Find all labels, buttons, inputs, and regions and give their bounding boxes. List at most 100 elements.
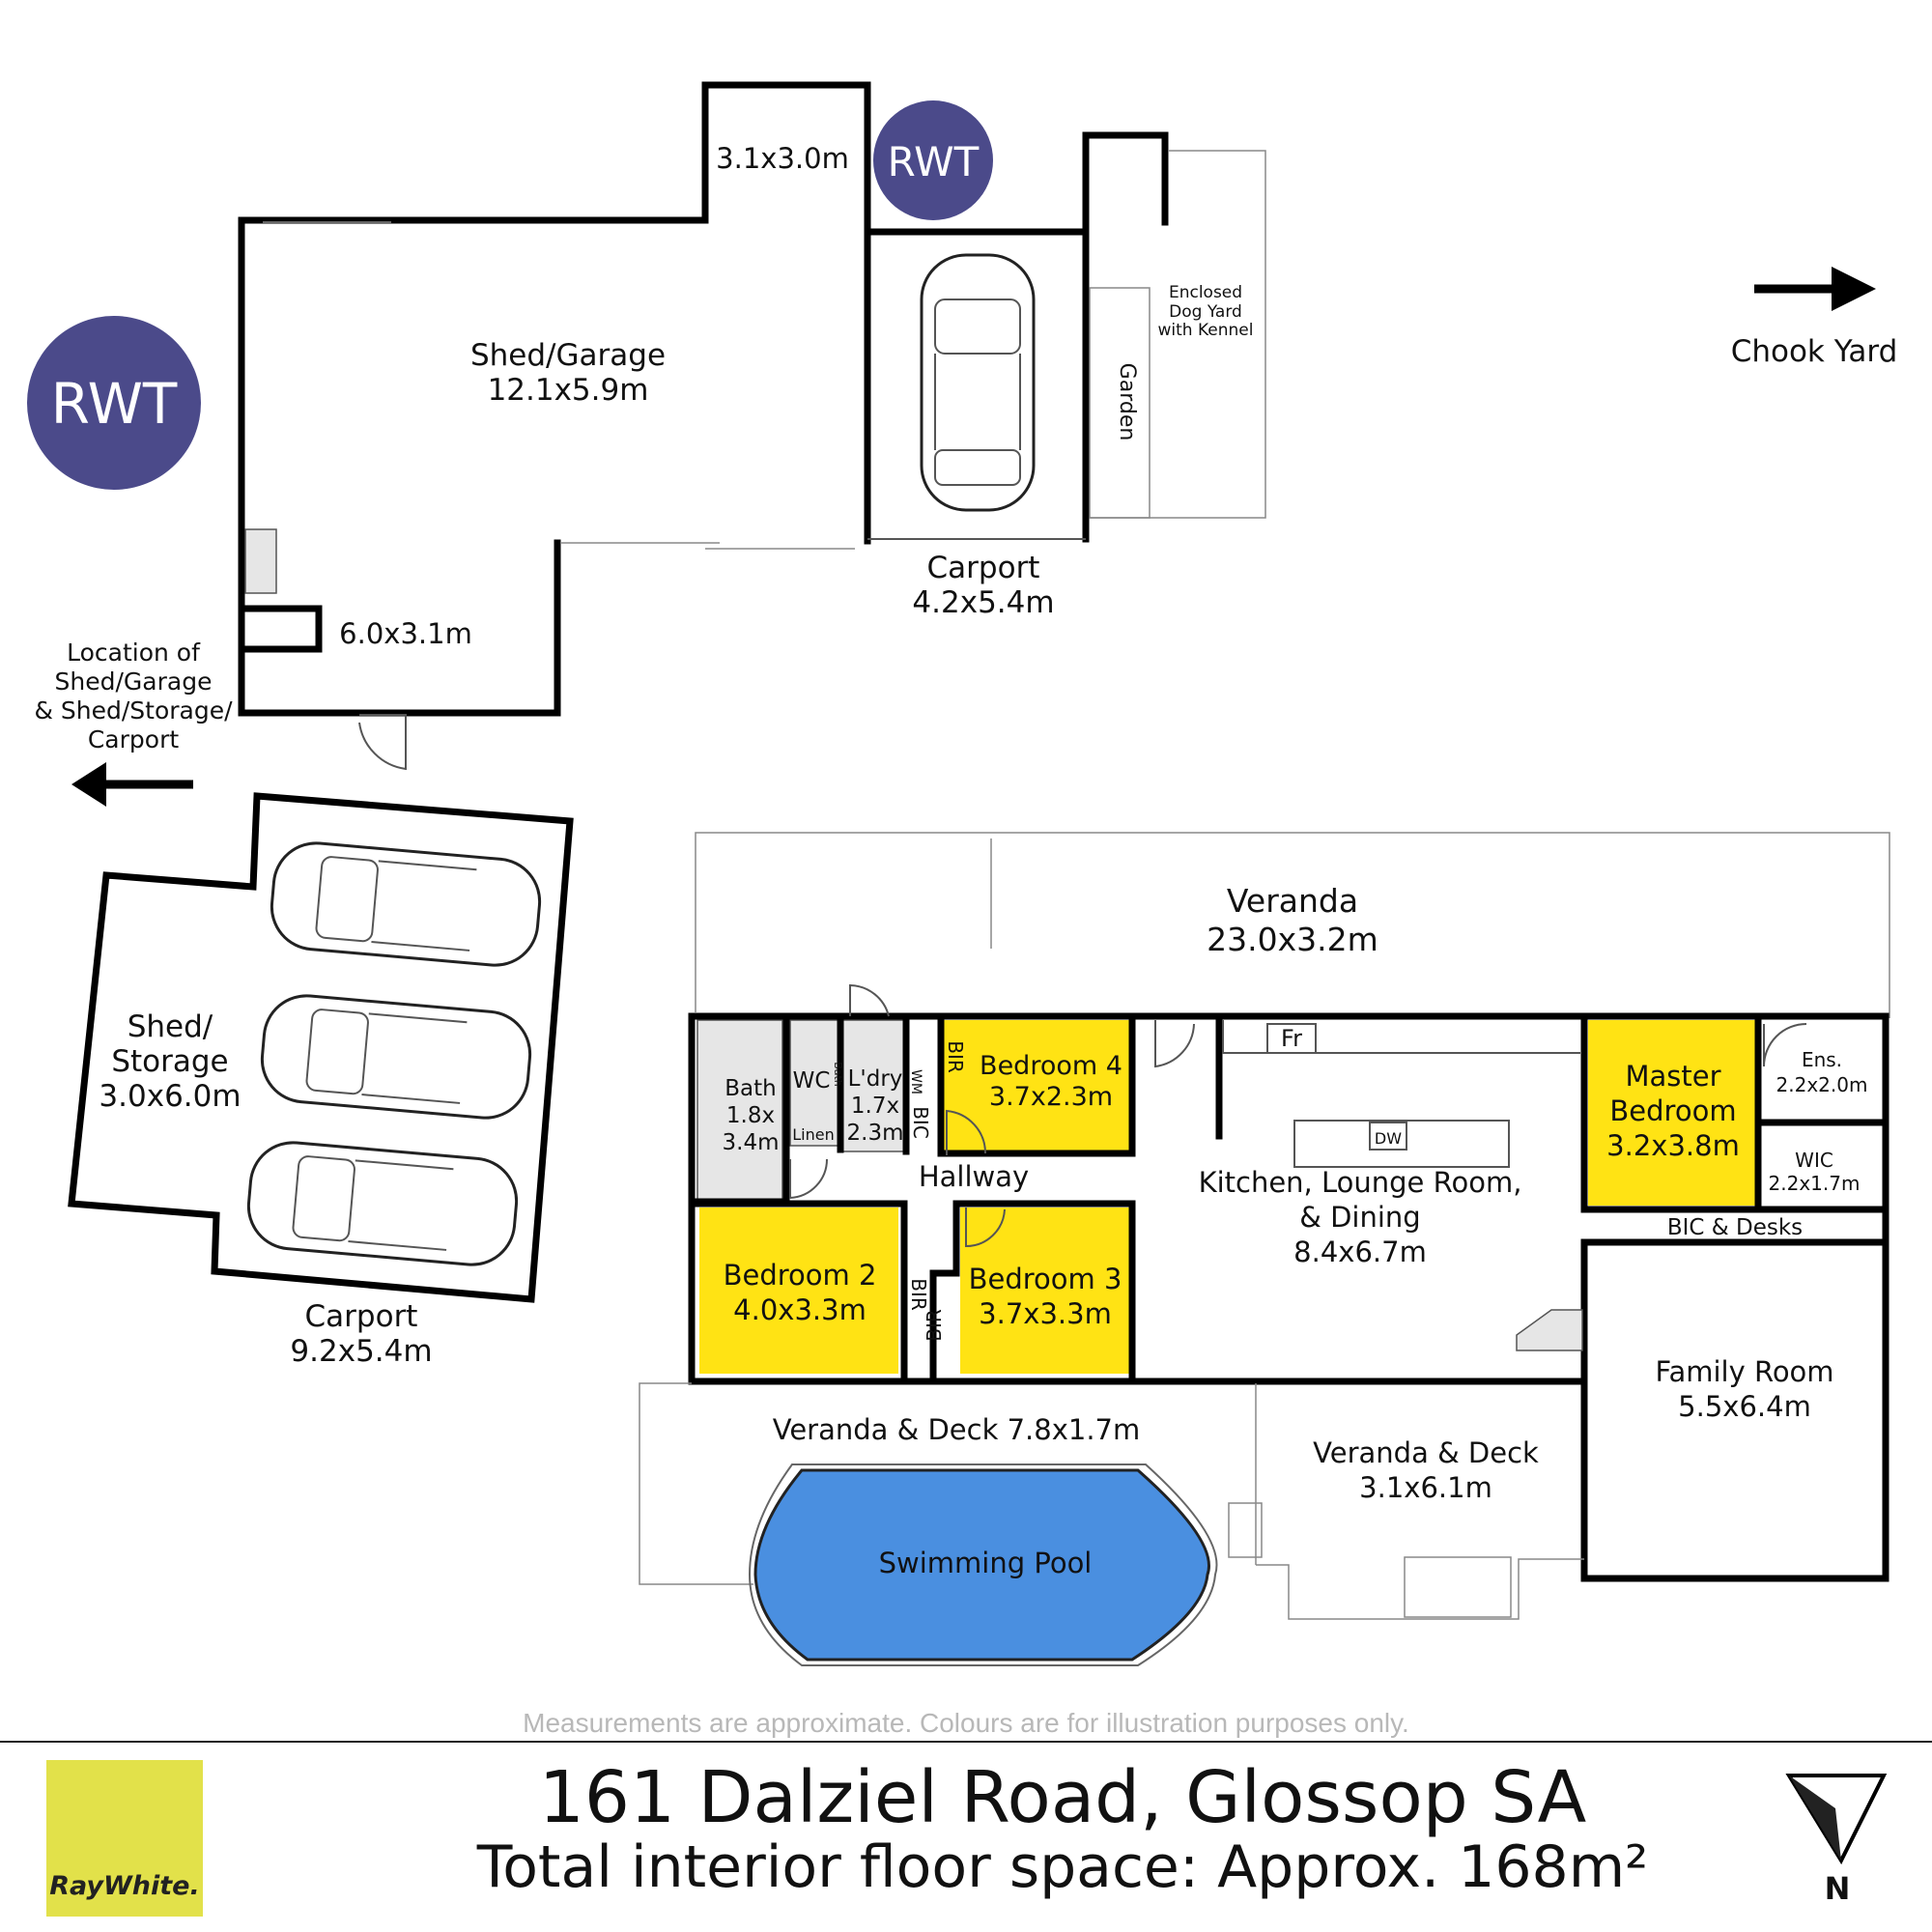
master-line1: Master [1625,1060,1720,1093]
chook-yard-label: Chook Yard [1731,334,1898,369]
swimming-pool [753,1468,1210,1662]
shed-storage-line2: Storage [111,1044,228,1079]
master-fill [1588,1020,1756,1206]
door-swing [1763,1023,1807,1067]
bic-label: BIC [909,1106,932,1139]
shed-storage-outline [68,792,574,1303]
rwt-marker: RWT [873,100,993,220]
door-swing [789,1158,829,1200]
bedroom4-fill [943,1020,1132,1151]
carport-top-size: 4.2x5.4m [912,585,1054,620]
veranda-name: Veranda [1227,882,1358,920]
bath-small-label: Bath [832,1062,844,1087]
property-address: 161 Dalziel Road, Glossop SA [538,1756,1587,1839]
garden-label: Garden [1115,363,1139,441]
bedroom3-name: Bedroom 3 [969,1263,1122,1295]
fridge-box [1266,1023,1317,1054]
bir-label-2: BIR [907,1278,930,1311]
bic-desks-label: BIC & Desks [1667,1215,1803,1240]
wic-name: WIC [1795,1149,1833,1172]
arrow-right-icon [1754,267,1876,311]
fridge-label: Fr [1281,1025,1302,1052]
door-swing [946,1109,987,1155]
logo-text: RayWhite. [49,1871,200,1901]
bedroom3-size: 3.7x3.3m [979,1297,1112,1330]
house-walls [688,1012,1889,1582]
north-arrow-icon: N [1785,1774,1888,1907]
laundry-size2: 2.3m [847,1121,904,1146]
north-label: N [1825,1870,1851,1907]
door-swing [965,1208,1006,1248]
bir-label-1: BIR [944,1040,967,1073]
pool-label: Swimming Pool [879,1547,1093,1579]
location-note-line2: Shed/Garage [55,668,213,696]
shed-garage-size: 12.1x5.9m [488,373,649,408]
bath-size1: 1.8x [726,1103,775,1128]
master-size: 3.2x3.8m [1606,1129,1740,1162]
bedroom4-size: 3.7x2.3m [989,1082,1113,1112]
linen-label: Linen [792,1125,834,1144]
wm-label: WM [908,1069,923,1094]
floor-space-text: Total interior floor space: Approx. 168m… [476,1833,1649,1901]
hallway-label: Hallway [919,1160,1029,1193]
veranda-deck-left-label: Veranda & Deck 7.8x1.7m [773,1413,1141,1446]
veranda-deck-right-size: 3.1x6.1m [1359,1471,1492,1504]
carport-top-name: Carport [927,551,1040,585]
door-swing [1154,1020,1195,1068]
bedroom2-size: 4.0x3.3m [733,1293,867,1326]
bedroom4-name: Bedroom 4 [980,1051,1122,1081]
location-note-line3: & Shed/Storage/ [34,696,233,724]
kitchen-line2: & Dining [1299,1201,1420,1234]
veranda-outline [695,832,1890,1018]
bedroom3-fill [960,1208,1130,1374]
family-name: Family Room [1655,1355,1833,1388]
disclaimer-text: Measurements are approximate. Colours ar… [523,1708,1409,1738]
laundry-name: L'dry [848,1066,903,1092]
car-icon [270,841,542,967]
shed-garage-name: Shed/Garage [470,338,666,373]
veranda-deck-right-name: Veranda & Deck [1313,1436,1539,1469]
rwt-marker: RWT [27,316,201,490]
raywhite-logo: RayWhite. [46,1760,203,1917]
arrow-left-icon [71,762,193,807]
car-icon [260,994,532,1120]
location-note-line4: Carport [88,725,179,753]
dishwasher-label: DW [1375,1129,1402,1148]
dog-yard-line1: Enclosed [1169,283,1242,302]
laundry-fill [839,1019,907,1152]
bir-label-3: BIR [923,1309,946,1342]
master-line2: Bedroom [1609,1094,1736,1127]
shed-storage-size: 3.0x6.0m [99,1079,241,1114]
car-icon [246,1141,519,1266]
footer-divider [0,1741,1932,1743]
veranda-deck [639,1382,1584,1620]
laundry-size1: 1.7x [851,1094,899,1119]
dog-yard-line3: with Kennel [1158,321,1254,340]
kitchen-line1: Kitchen, Lounge Room, [1199,1166,1522,1199]
shed-storage-line1: Shed/ [128,1009,213,1044]
location-note-line1: Location of [67,639,201,667]
carport-left-size: 9.2x5.4m [290,1334,432,1369]
bedroom2-name: Bedroom 2 [724,1259,877,1292]
ensuite-size: 2.2x2.0m [1776,1073,1868,1096]
wic-size: 2.2x1.7m [1769,1172,1861,1195]
small-room-size: 3.1x3.0m [716,142,849,175]
car-icon [920,253,1036,512]
rwt-label: RWT [51,371,178,437]
stairs-icon [1516,1309,1583,1351]
family-size: 5.5x6.4m [1678,1390,1811,1423]
kitchen-fixtures: Fr DW [1222,1020,1583,1351]
wc-name: WC [793,1068,831,1094]
dog-yard-line2: Dog Yard [1169,302,1242,322]
wc-fill [789,1019,841,1147]
bath-fill [696,1019,783,1201]
bath-name: Bath [724,1076,776,1101]
island-bench [1293,1120,1510,1168]
rwt-label: RWT [888,138,980,185]
shed-garage-structure [238,81,1266,771]
carport-left-name: Carport [305,1299,418,1334]
kitchen-size: 8.4x6.7m [1293,1236,1427,1268]
bath-size2: 3.4m [723,1130,780,1155]
veranda-size: 23.0x3.2m [1207,921,1378,958]
